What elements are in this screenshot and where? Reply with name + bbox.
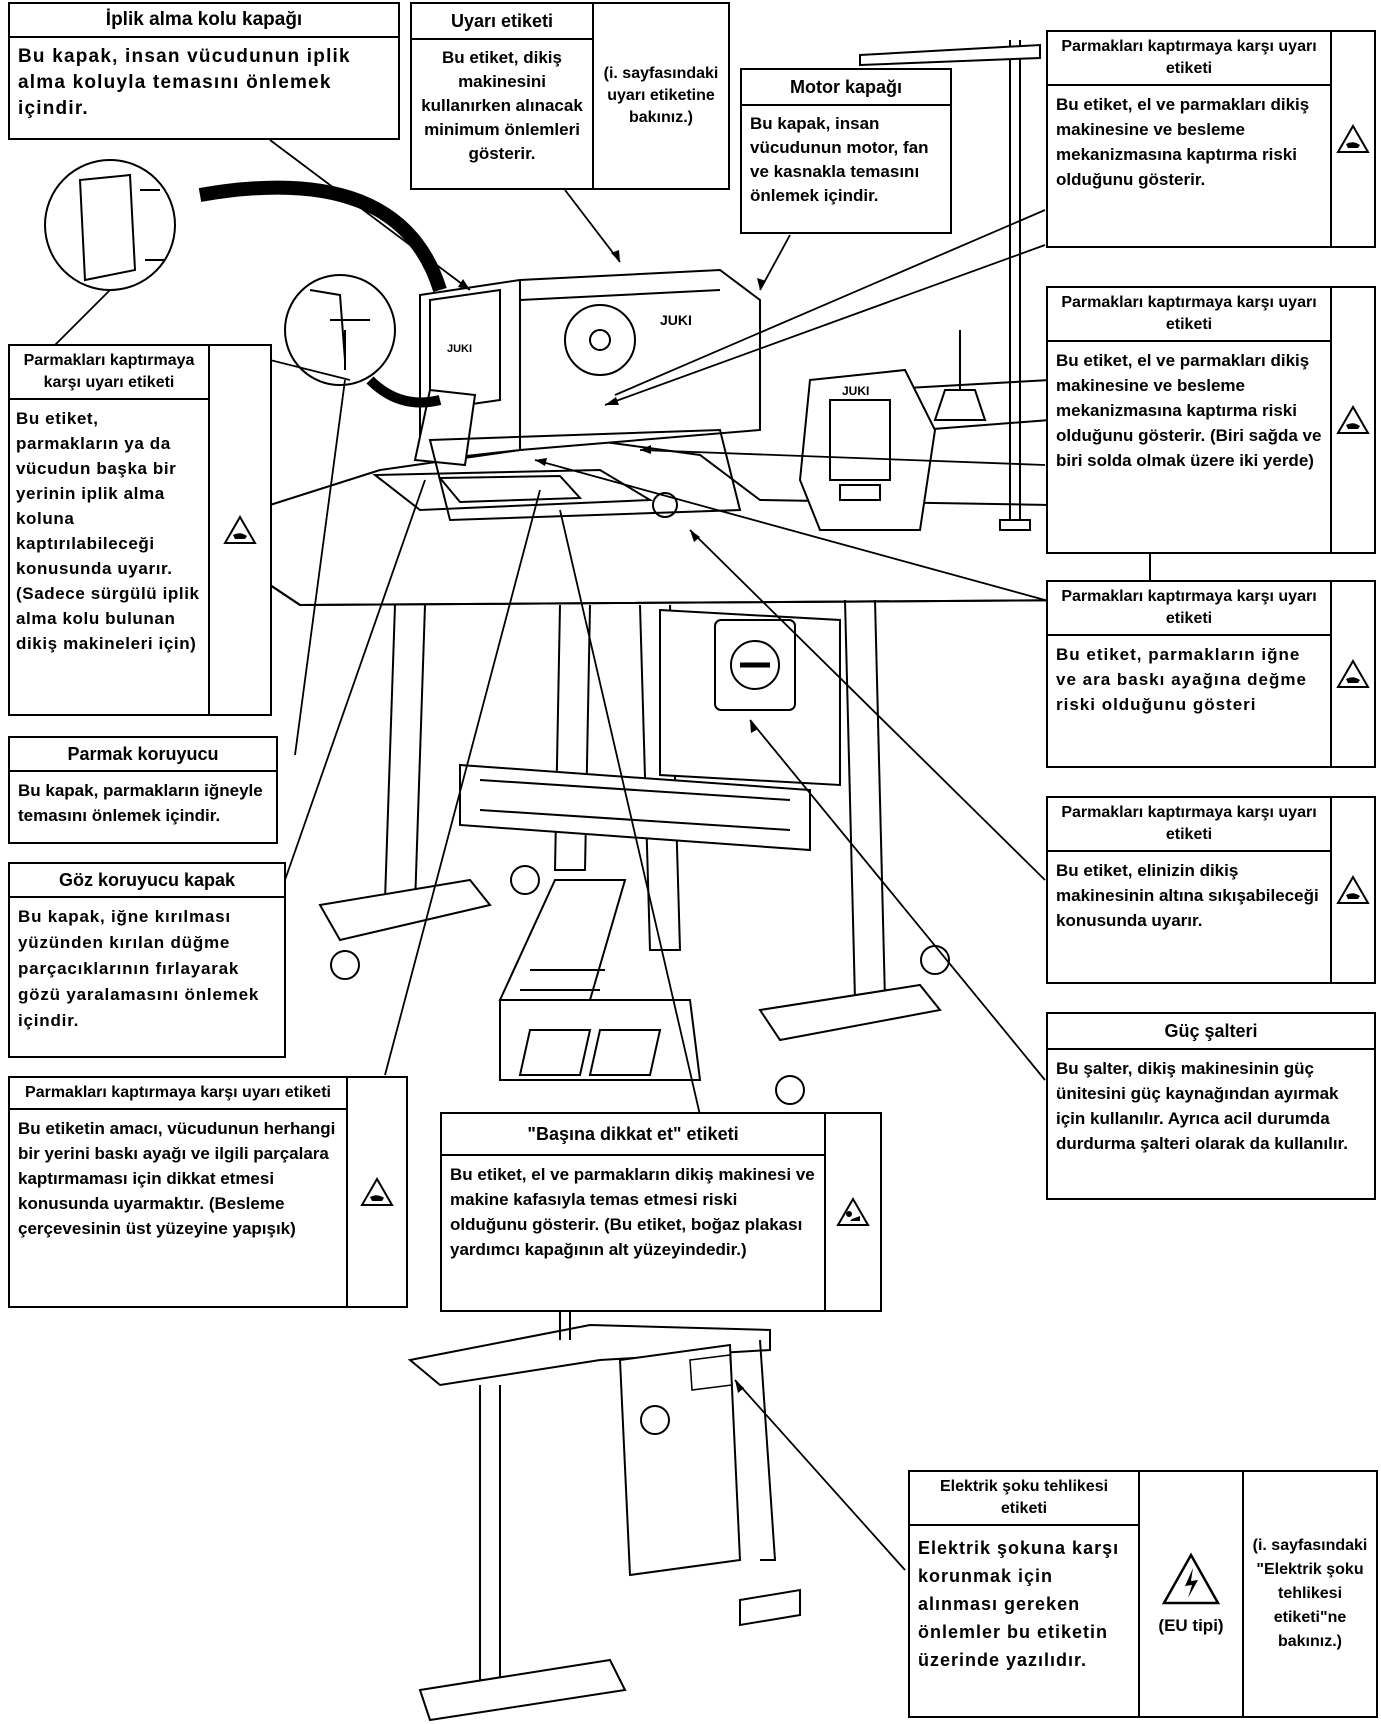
box-body: Bu etiket, parmakların iğne ve ara baskı…	[1056, 645, 1307, 714]
juki-face-logo: JUKI	[447, 343, 472, 355]
box-body: Bu kapak, iğne kırılması yüzünden kırıla…	[18, 907, 260, 1030]
eye-guard-box: Göz koruyucu kapak Bu kapak, iğne kırılm…	[8, 862, 286, 1058]
box-body: Bu etiket, el ve parmakları dikiş makine…	[1056, 351, 1322, 470]
box-title: Güç şalteri	[1048, 1014, 1374, 1050]
box-title: Parmakları kaptırmaya karşı uyarı etiket…	[10, 346, 208, 400]
box-body: Bu etiket, parmakların ya da vücudun baş…	[16, 409, 200, 653]
finger-pinch-warning-icon	[1336, 875, 1370, 904]
inset-circle-1	[44, 159, 176, 291]
box-body: Bu etiket, el ve parmakların dikiş makin…	[450, 1165, 815, 1259]
head-caution-warning-icon	[836, 1197, 870, 1226]
handwheel	[564, 304, 636, 376]
finger-guard-box: Parmak koruyucu Bu kapak, parmakların iğ…	[8, 736, 278, 844]
box-title: Parmakları kaptırmaya karşı uyarı etiket…	[1048, 288, 1330, 342]
pedal	[498, 879, 627, 1001]
motor-cover-box: Motor kapağı Bu kapak, insan vücudunun m…	[740, 68, 952, 234]
box-body: Bu etiket, el ve parmakları dikiş makine…	[1056, 95, 1310, 189]
power-switch-box: Güç şalteri Bu şalter, dikiş makinesinin…	[1046, 1012, 1376, 1200]
finger-pinch-warning-icon	[360, 1177, 394, 1206]
finger-pinch-warning-icon	[223, 515, 257, 544]
lower-table	[407, 1323, 771, 1387]
box-body: Bu etiketin amacı, vücudunun herhangi bi…	[18, 1119, 336, 1238]
box-body: Elektrik şokuna karşı korunmak için alın…	[918, 1538, 1120, 1670]
box-title: İplik alma kolu kapağı	[10, 4, 398, 38]
box-title: Uyarı etiketi	[412, 4, 592, 40]
thread-stand	[1009, 40, 1021, 520]
box-note: (i. sayfasındaki "Elektrik şoku tehlikes…	[1252, 1537, 1368, 1650]
eye-guard	[413, 388, 477, 467]
box-title: Parmakları kaptırmaya karşı uyarı etiket…	[1048, 798, 1330, 852]
crossbar	[459, 763, 811, 852]
juki-panel-logo: JUKI	[842, 384, 869, 398]
finger-warning-box-r3: Parmakları kaptırmaya karşı uyarı etiket…	[1046, 580, 1376, 768]
electric-shock-box: Elektrik şoku tehlikesi etiketi Elektrik…	[908, 1470, 1378, 1718]
box-title: Parmak koruyucu	[10, 738, 276, 772]
box-title: Parmakları kaptırmaya karşı uyarı etiket…	[10, 1078, 346, 1110]
table-leg-right	[844, 599, 887, 1001]
machine-head	[419, 268, 761, 462]
box-title: Göz koruyucu kapak	[10, 864, 284, 898]
box-title: Parmakları kaptırmaya karşı uyarı etiket…	[1048, 32, 1330, 86]
box-body: Bu kapak, parmakların iğneyle temasını ö…	[18, 781, 263, 825]
head-caution-box: "Başına dikkat et" etiketi Bu etiket, el…	[440, 1112, 882, 1312]
finger-warning-box-l2: Parmakları kaptırmaya karşı uyarı etiket…	[8, 1076, 408, 1308]
box-title: "Başına dikkat et" etiketi	[442, 1114, 824, 1156]
warning-label-box: Uyarı etiketi Bu etiket, dikiş makinesin…	[410, 2, 730, 190]
box-title: Motor kapağı	[742, 70, 950, 106]
icon-caption: (EU tipi)	[1158, 1616, 1224, 1635]
finger-warning-box-r4: Parmakları kaptırmaya karşı uyarı etiket…	[1046, 796, 1376, 984]
box-body: Bu etiket, elinizin dikiş makinesinin al…	[1056, 861, 1319, 930]
table-leg-left	[383, 604, 426, 907]
feed-plate	[372, 468, 654, 512]
box-body: Bu kapak, insan vücudunun iplik alma kol…	[18, 46, 351, 119]
foot-left	[318, 878, 492, 942]
box-body: Bu şalter, dikiş makinesinin güç ünitesi…	[1056, 1059, 1348, 1153]
box-body: Bu etiket, dikiş makinesini kullanırken …	[421, 48, 583, 163]
finger-pinch-warning-icon	[1336, 405, 1370, 434]
finger-warning-box-r1: Parmakları kaptırmaya karşı uyarı etiket…	[1046, 30, 1376, 248]
electric-shock-warning-icon	[1161, 1552, 1221, 1605]
thread-take-up-cover-box: İplik alma kolu kapağı Bu kapak, insan v…	[8, 2, 400, 140]
box-note: (i. sayfasındaki uyarı etiketine bakınız…	[603, 65, 719, 126]
electric-box	[618, 1343, 742, 1577]
juki-head-logo: JUKI	[660, 312, 692, 328]
table-leg-mid	[553, 604, 591, 871]
box-title: Parmakları kaptırmaya karşı uyarı etiket…	[1048, 582, 1330, 636]
finger-pinch-warning-icon	[1336, 659, 1370, 688]
finger-warning-box-r2: Parmakları kaptırmaya karşı uyarı etiket…	[1046, 286, 1376, 554]
finger-pinch-warning-icon	[1336, 124, 1370, 153]
inset-circle-2	[284, 274, 396, 386]
box-title: Elektrik şoku tehlikesi etiketi	[910, 1472, 1138, 1526]
finger-warning-box-l1: Parmakları kaptırmaya karşı uyarı etiket…	[8, 344, 272, 716]
leader-arrowheads	[458, 250, 766, 1393]
box-body: Bu kapak, insan vücudunun motor, fan ve …	[750, 114, 929, 205]
